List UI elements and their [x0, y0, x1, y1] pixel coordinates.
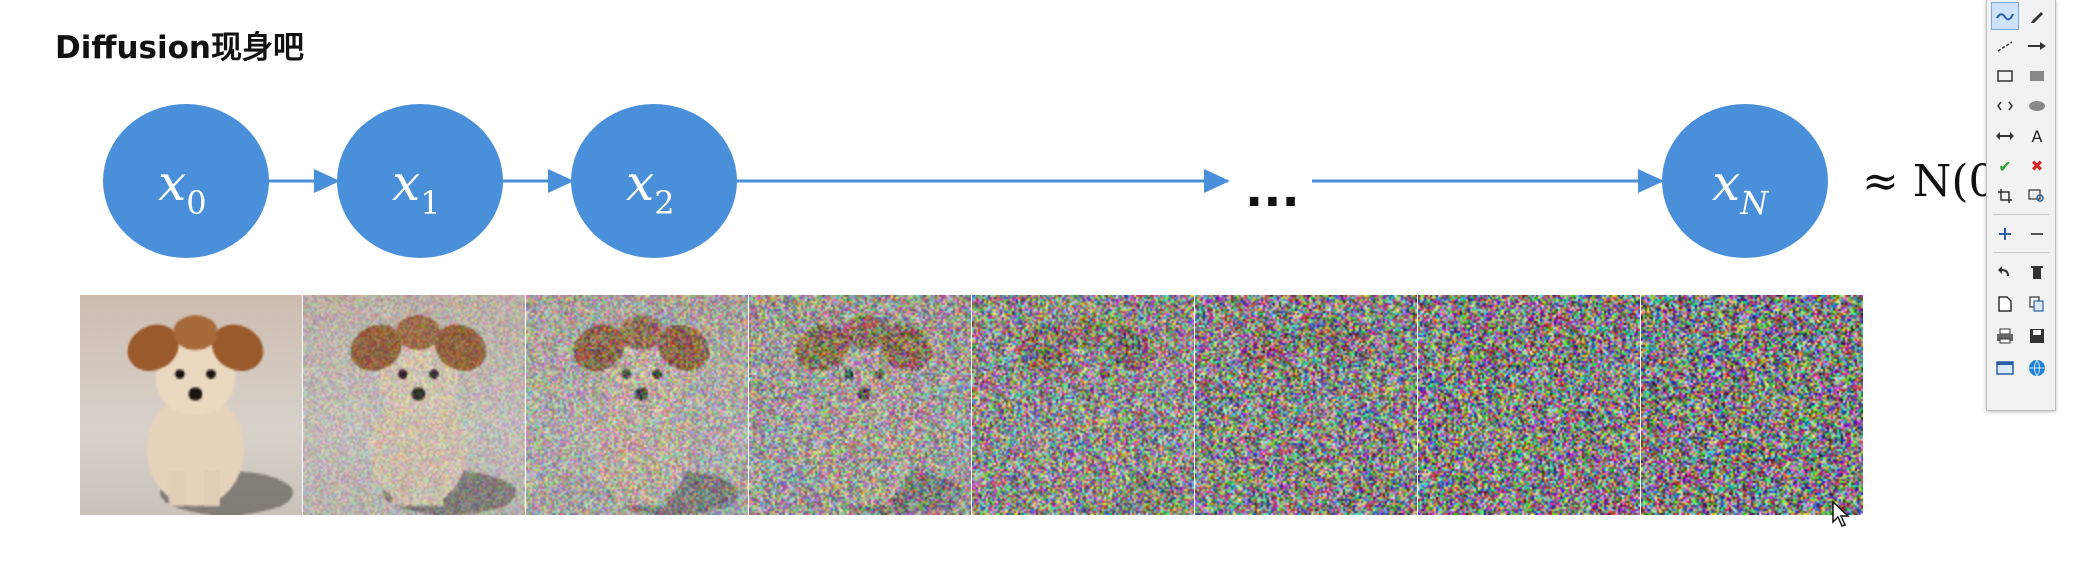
node-x1-sub: 1: [420, 184, 440, 222]
pencil-icon[interactable]: [2023, 2, 2051, 30]
noise-frame-4: [972, 295, 1194, 515]
diffusion-image-strip: [80, 295, 1864, 515]
minus-icon[interactable]: [2023, 220, 2051, 248]
undo-icon[interactable]: [1991, 258, 2019, 286]
print-icon[interactable]: [1991, 322, 2019, 350]
plus-icon[interactable]: [1991, 220, 2019, 248]
node-x0-sub: 0: [186, 184, 206, 222]
crop-icon[interactable]: [1991, 182, 2019, 210]
filled-rectangle-icon[interactable]: [2023, 62, 2051, 90]
arrow-line-icon[interactable]: [2023, 32, 2051, 60]
check-mark-icon[interactable]: ✔: [1998, 156, 2012, 176]
double-arrow-icon[interactable]: [1991, 122, 2019, 150]
noise-frame-5: [1195, 295, 1417, 515]
rectangle-icon[interactable]: [1991, 62, 2019, 90]
noise-frame-1: [303, 295, 525, 515]
pointer-icon[interactable]: [1991, 2, 2019, 30]
node-xN: xN: [1662, 104, 1828, 258]
delete-icon[interactable]: [2023, 258, 2051, 286]
noise-frame-6: [1418, 295, 1640, 515]
node-x0: x0: [103, 104, 269, 258]
noise-frame-7: [1641, 295, 1863, 515]
noise-frame-3: [749, 295, 971, 515]
slide-title: Diffusion现身吧: [55, 30, 304, 66]
gaussian-formula: ≈ N(0,: [1862, 156, 2011, 207]
globe-icon[interactable]: [2023, 354, 2051, 382]
node-x1-var: x: [392, 154, 420, 212]
svg-text:x0: x0: [158, 154, 207, 222]
svg-text:x1: x1: [392, 154, 441, 222]
node-x0-var: x: [158, 154, 186, 212]
node-x1: x1: [337, 104, 503, 258]
zoom-icon[interactable]: [2023, 182, 2051, 210]
node-xN-var: x: [1712, 154, 1740, 212]
ellipsis-label: ...: [1245, 162, 1300, 218]
save-icon[interactable]: [2023, 322, 2051, 350]
svg-text:xN: xN: [1712, 154, 1769, 222]
node-xN-sub: N: [1739, 184, 1769, 222]
copy-icon[interactable]: [2023, 290, 2051, 318]
mouse-cursor-icon: [1832, 500, 1850, 527]
line-icon[interactable]: [1991, 32, 2019, 60]
text-icon[interactable]: A: [2031, 126, 2043, 146]
new-page-icon[interactable]: [1991, 290, 2019, 318]
ellipse-icon[interactable]: [1991, 92, 2019, 120]
cross-mark-icon[interactable]: ✖: [2030, 157, 2044, 175]
filled-ellipse-icon[interactable]: [2023, 92, 2051, 120]
noise-frame-0: [80, 295, 302, 515]
svg-text:x2: x2: [626, 154, 675, 222]
noise-frame-2: [526, 295, 748, 515]
node-x2-sub: 2: [654, 184, 674, 222]
annotation-toolbox: A ✔ ✖: [1986, 0, 2056, 411]
node-x2-var: x: [626, 154, 654, 212]
window-icon[interactable]: [1991, 354, 2019, 382]
node-x2: x2: [571, 104, 737, 258]
